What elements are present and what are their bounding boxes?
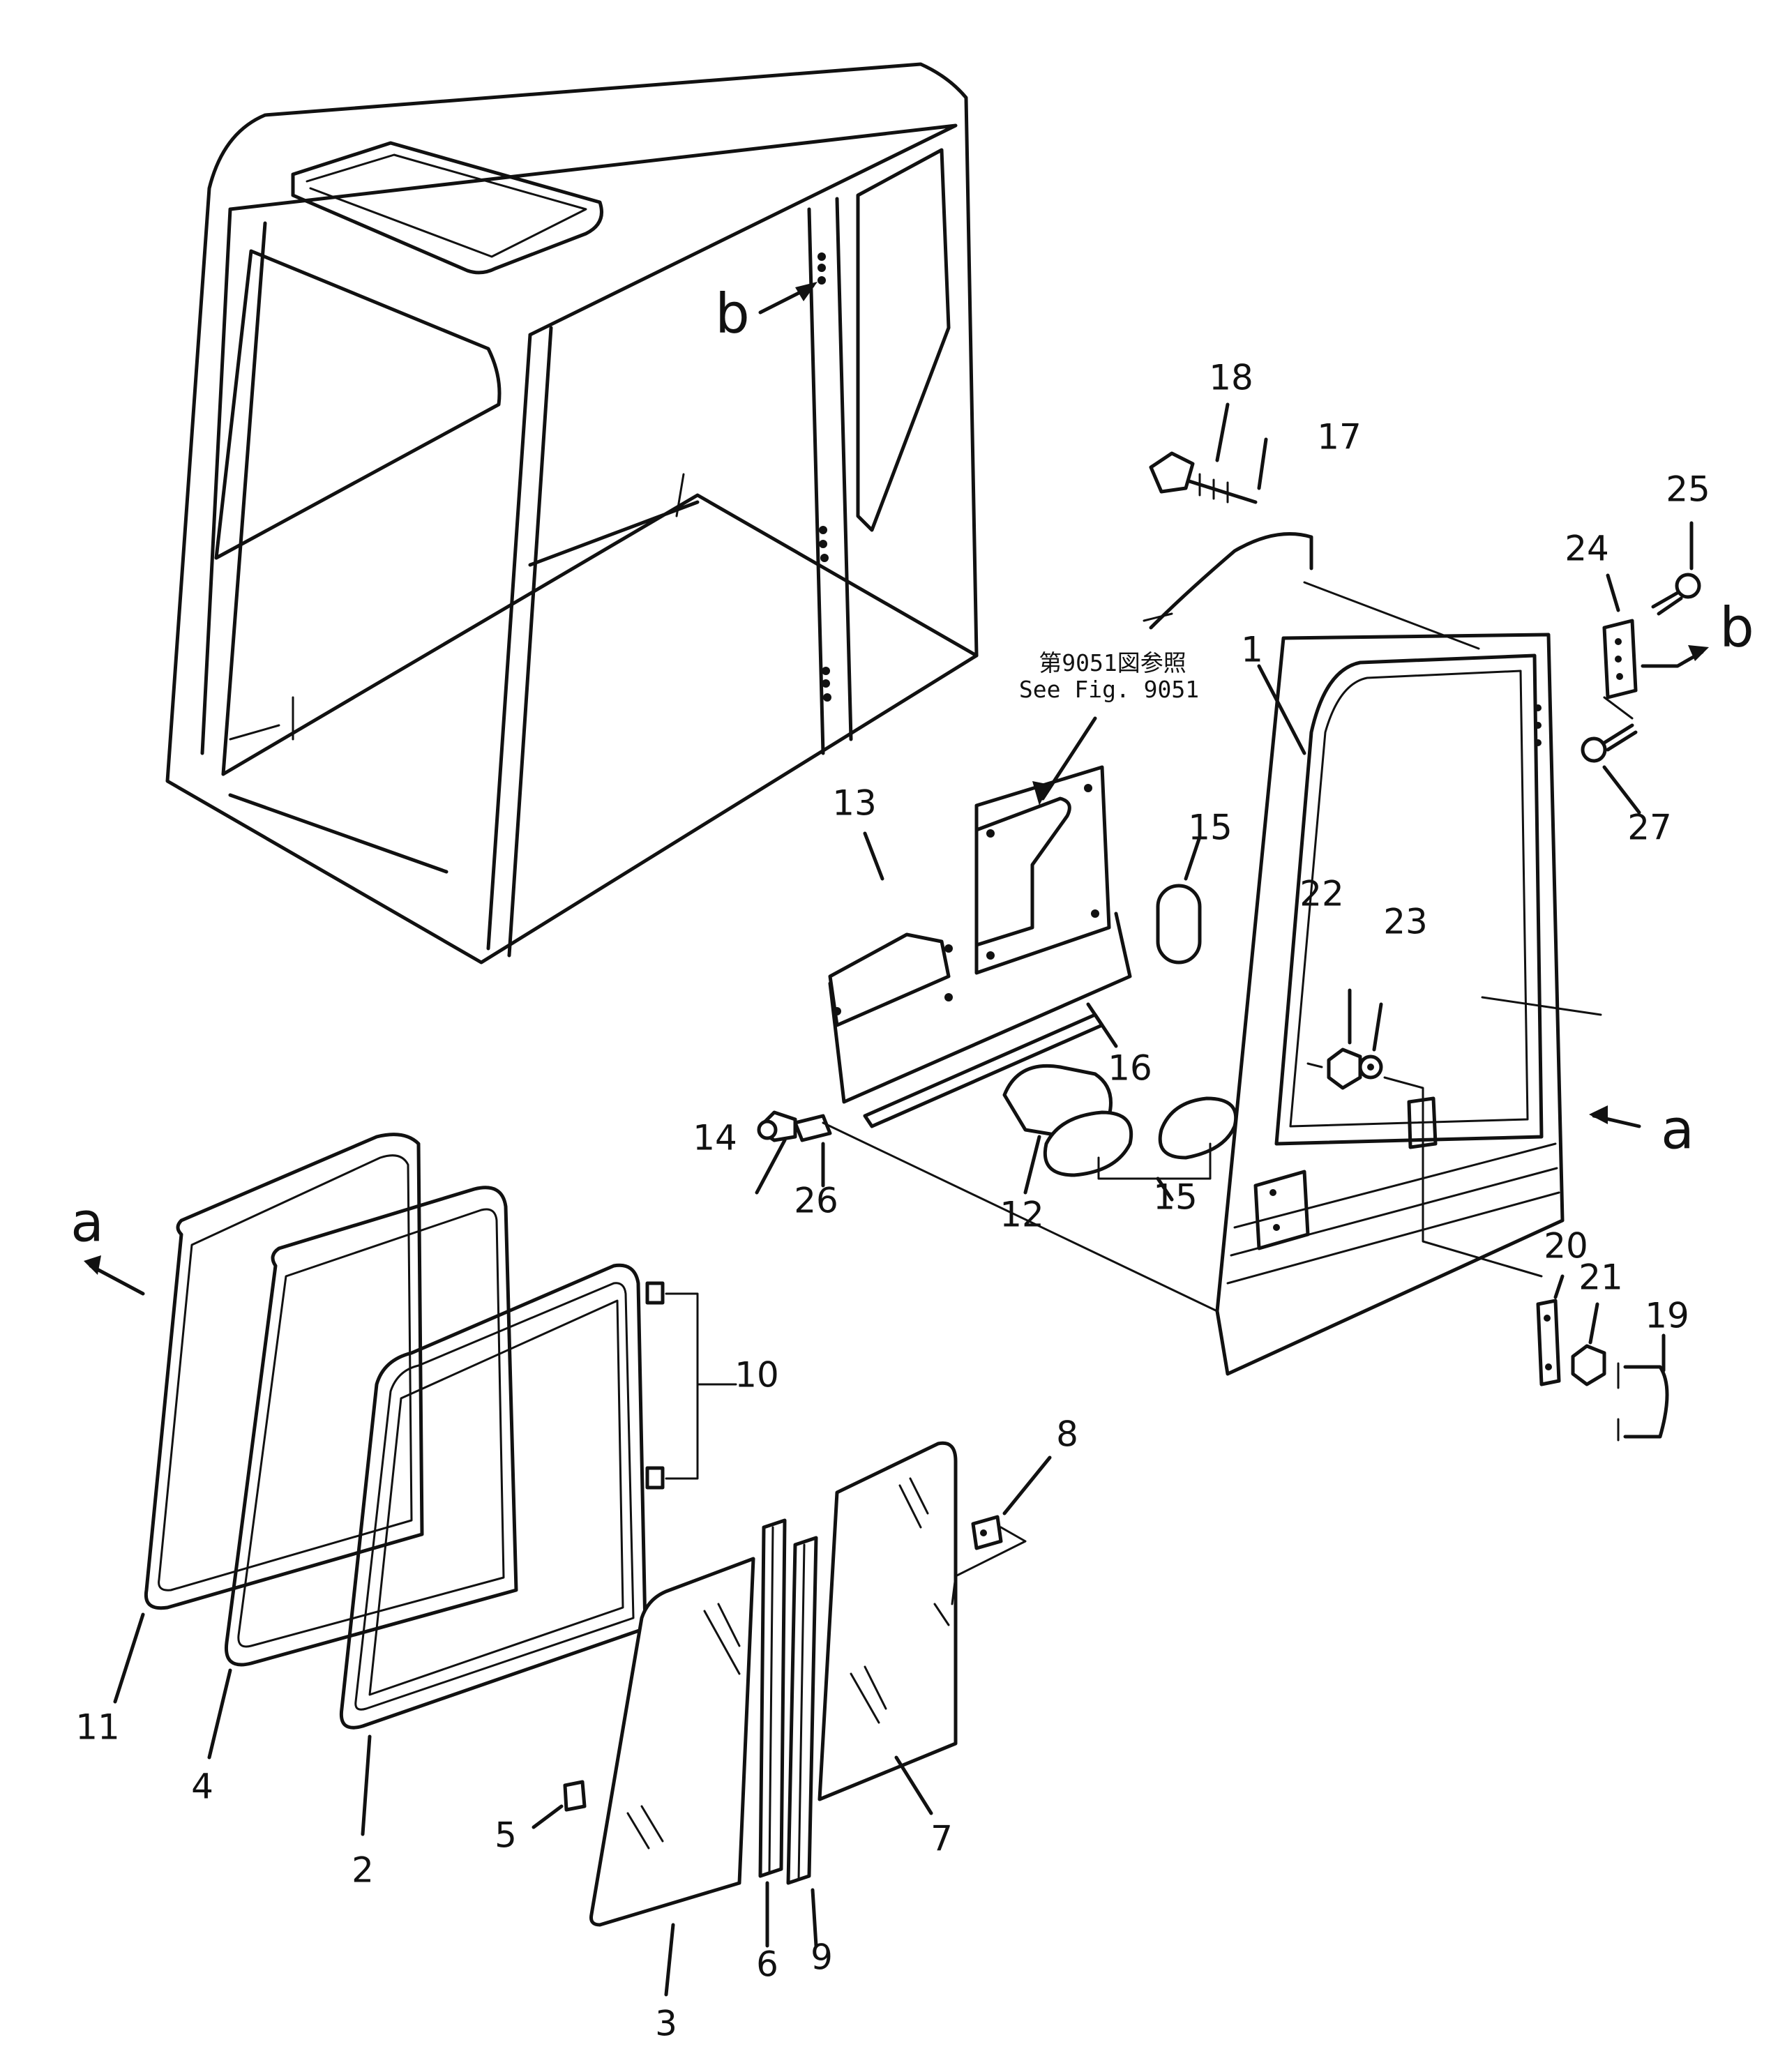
callout-15-top: 15 — [1188, 808, 1233, 848]
inner-panel: 第9051図参照 See Fig. 9051 13 16 26 — [793, 649, 1219, 1313]
callout-18: 18 — [1209, 358, 1253, 398]
fasteners-left: 14 17 18 — [693, 358, 1362, 1195]
callout-21: 21 — [1578, 1257, 1623, 1298]
callout-17: 17 — [1317, 417, 1362, 457]
view-b-marker-frame: b — [715, 282, 750, 345]
callout-20: 20 — [1544, 1226, 1588, 1266]
callout-6: 6 — [756, 1944, 778, 1985]
callout-23: 23 — [1383, 902, 1428, 942]
cab-frame: b — [165, 62, 979, 965]
reference-note-jp: 第9051図参照 — [1039, 649, 1186, 676]
window-seals: 11 4 2 a — [70, 1133, 647, 1891]
callout-9: 9 — [811, 1937, 833, 1978]
plugs: 12 15 15 — [1000, 808, 1237, 1235]
callout-2: 2 — [352, 1850, 374, 1891]
callout-25: 25 — [1666, 469, 1710, 510]
callout-14: 14 — [693, 1118, 737, 1158]
view-b-marker-right: b — [1719, 596, 1754, 659]
reference-note-en: See Fig. 9051 — [1019, 676, 1199, 703]
callout-22: 22 — [1299, 874, 1344, 914]
fasteners-right: 24 25 b 27 22 23 20 21 — [1299, 469, 1754, 1442]
callout-11: 11 — [75, 1707, 120, 1748]
callout-4: 4 — [191, 1767, 213, 1807]
view-a-marker-door: a — [1661, 1098, 1694, 1161]
callout-26: 26 — [794, 1181, 838, 1221]
callout-15-bottom: 15 — [1153, 1177, 1198, 1218]
callout-24: 24 — [1565, 529, 1609, 569]
callout-19: 19 — [1645, 1296, 1689, 1336]
callout-5: 5 — [495, 1815, 517, 1856]
clips: 10 — [645, 1281, 779, 1490]
glass-panels: 3 5 6 9 7 8 — [495, 1414, 1078, 2044]
callout-27: 27 — [1627, 808, 1672, 848]
callout-13: 13 — [832, 783, 877, 824]
callout-1: 1 — [1241, 630, 1263, 670]
door-panel: 1 a — [1215, 581, 1694, 1376]
view-a-marker-seals: a — [70, 1191, 104, 1254]
callout-3: 3 — [655, 2004, 677, 2044]
callout-7: 7 — [930, 1819, 953, 1859]
callout-16: 16 — [1108, 1048, 1152, 1089]
callout-10: 10 — [734, 1355, 779, 1396]
callout-8: 8 — [1056, 1414, 1078, 1455]
callout-12: 12 — [1000, 1195, 1044, 1235]
